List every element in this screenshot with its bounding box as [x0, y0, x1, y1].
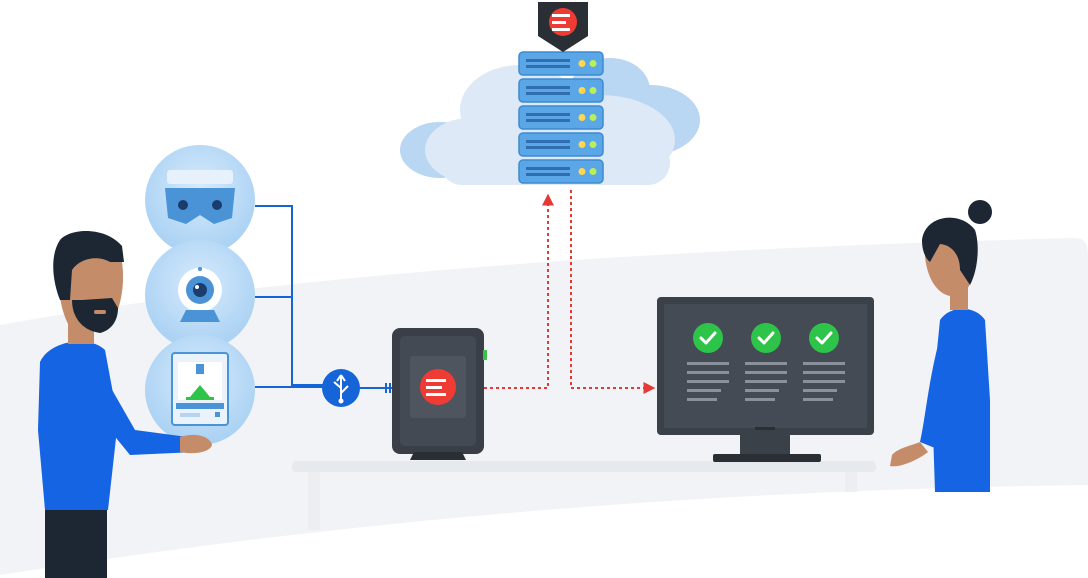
status-panel	[803, 323, 845, 401]
status-line	[803, 362, 845, 365]
status-line	[687, 389, 721, 392]
vr-headset-icon	[165, 170, 235, 224]
status-line	[803, 380, 845, 383]
status-line	[687, 380, 729, 383]
3d-printer-icon	[171, 352, 229, 426]
device-connection-lines	[255, 205, 393, 389]
webcam-icon	[178, 267, 222, 322]
status-line	[803, 371, 845, 374]
person-right	[890, 200, 992, 492]
status-panel	[687, 323, 729, 401]
status-line	[745, 362, 787, 365]
check-mark-icon	[809, 323, 839, 353]
status-line	[687, 371, 729, 374]
device-vr-headset	[145, 145, 255, 255]
status-line	[745, 389, 779, 392]
server-unit	[518, 78, 604, 103]
check-mark-icon	[751, 323, 781, 353]
table	[292, 461, 876, 530]
monitor-icon	[657, 297, 874, 462]
monitor-status-panels	[687, 323, 845, 401]
device-3d-printer	[145, 335, 255, 445]
status-line	[745, 371, 787, 374]
usb-connector	[385, 383, 391, 393]
status-line	[803, 389, 837, 392]
status-line	[745, 398, 775, 401]
status-line	[687, 398, 717, 401]
usb-hub-device-icon	[392, 328, 487, 460]
data-flow-arrows	[484, 190, 656, 394]
server-unit	[518, 51, 604, 76]
status-line	[745, 380, 787, 383]
server-unit	[518, 132, 604, 157]
check-mark-icon	[693, 323, 723, 353]
usb-icon	[322, 369, 360, 407]
server-unit	[518, 105, 604, 130]
person-left	[38, 230, 212, 578]
server-unit	[518, 159, 604, 184]
server-rack-icon	[518, 51, 604, 184]
status-panel	[745, 323, 787, 401]
status-line	[687, 362, 729, 365]
device-webcam	[145, 240, 255, 350]
status-line	[803, 398, 833, 401]
brand-logo-badge-icon	[538, 2, 588, 52]
